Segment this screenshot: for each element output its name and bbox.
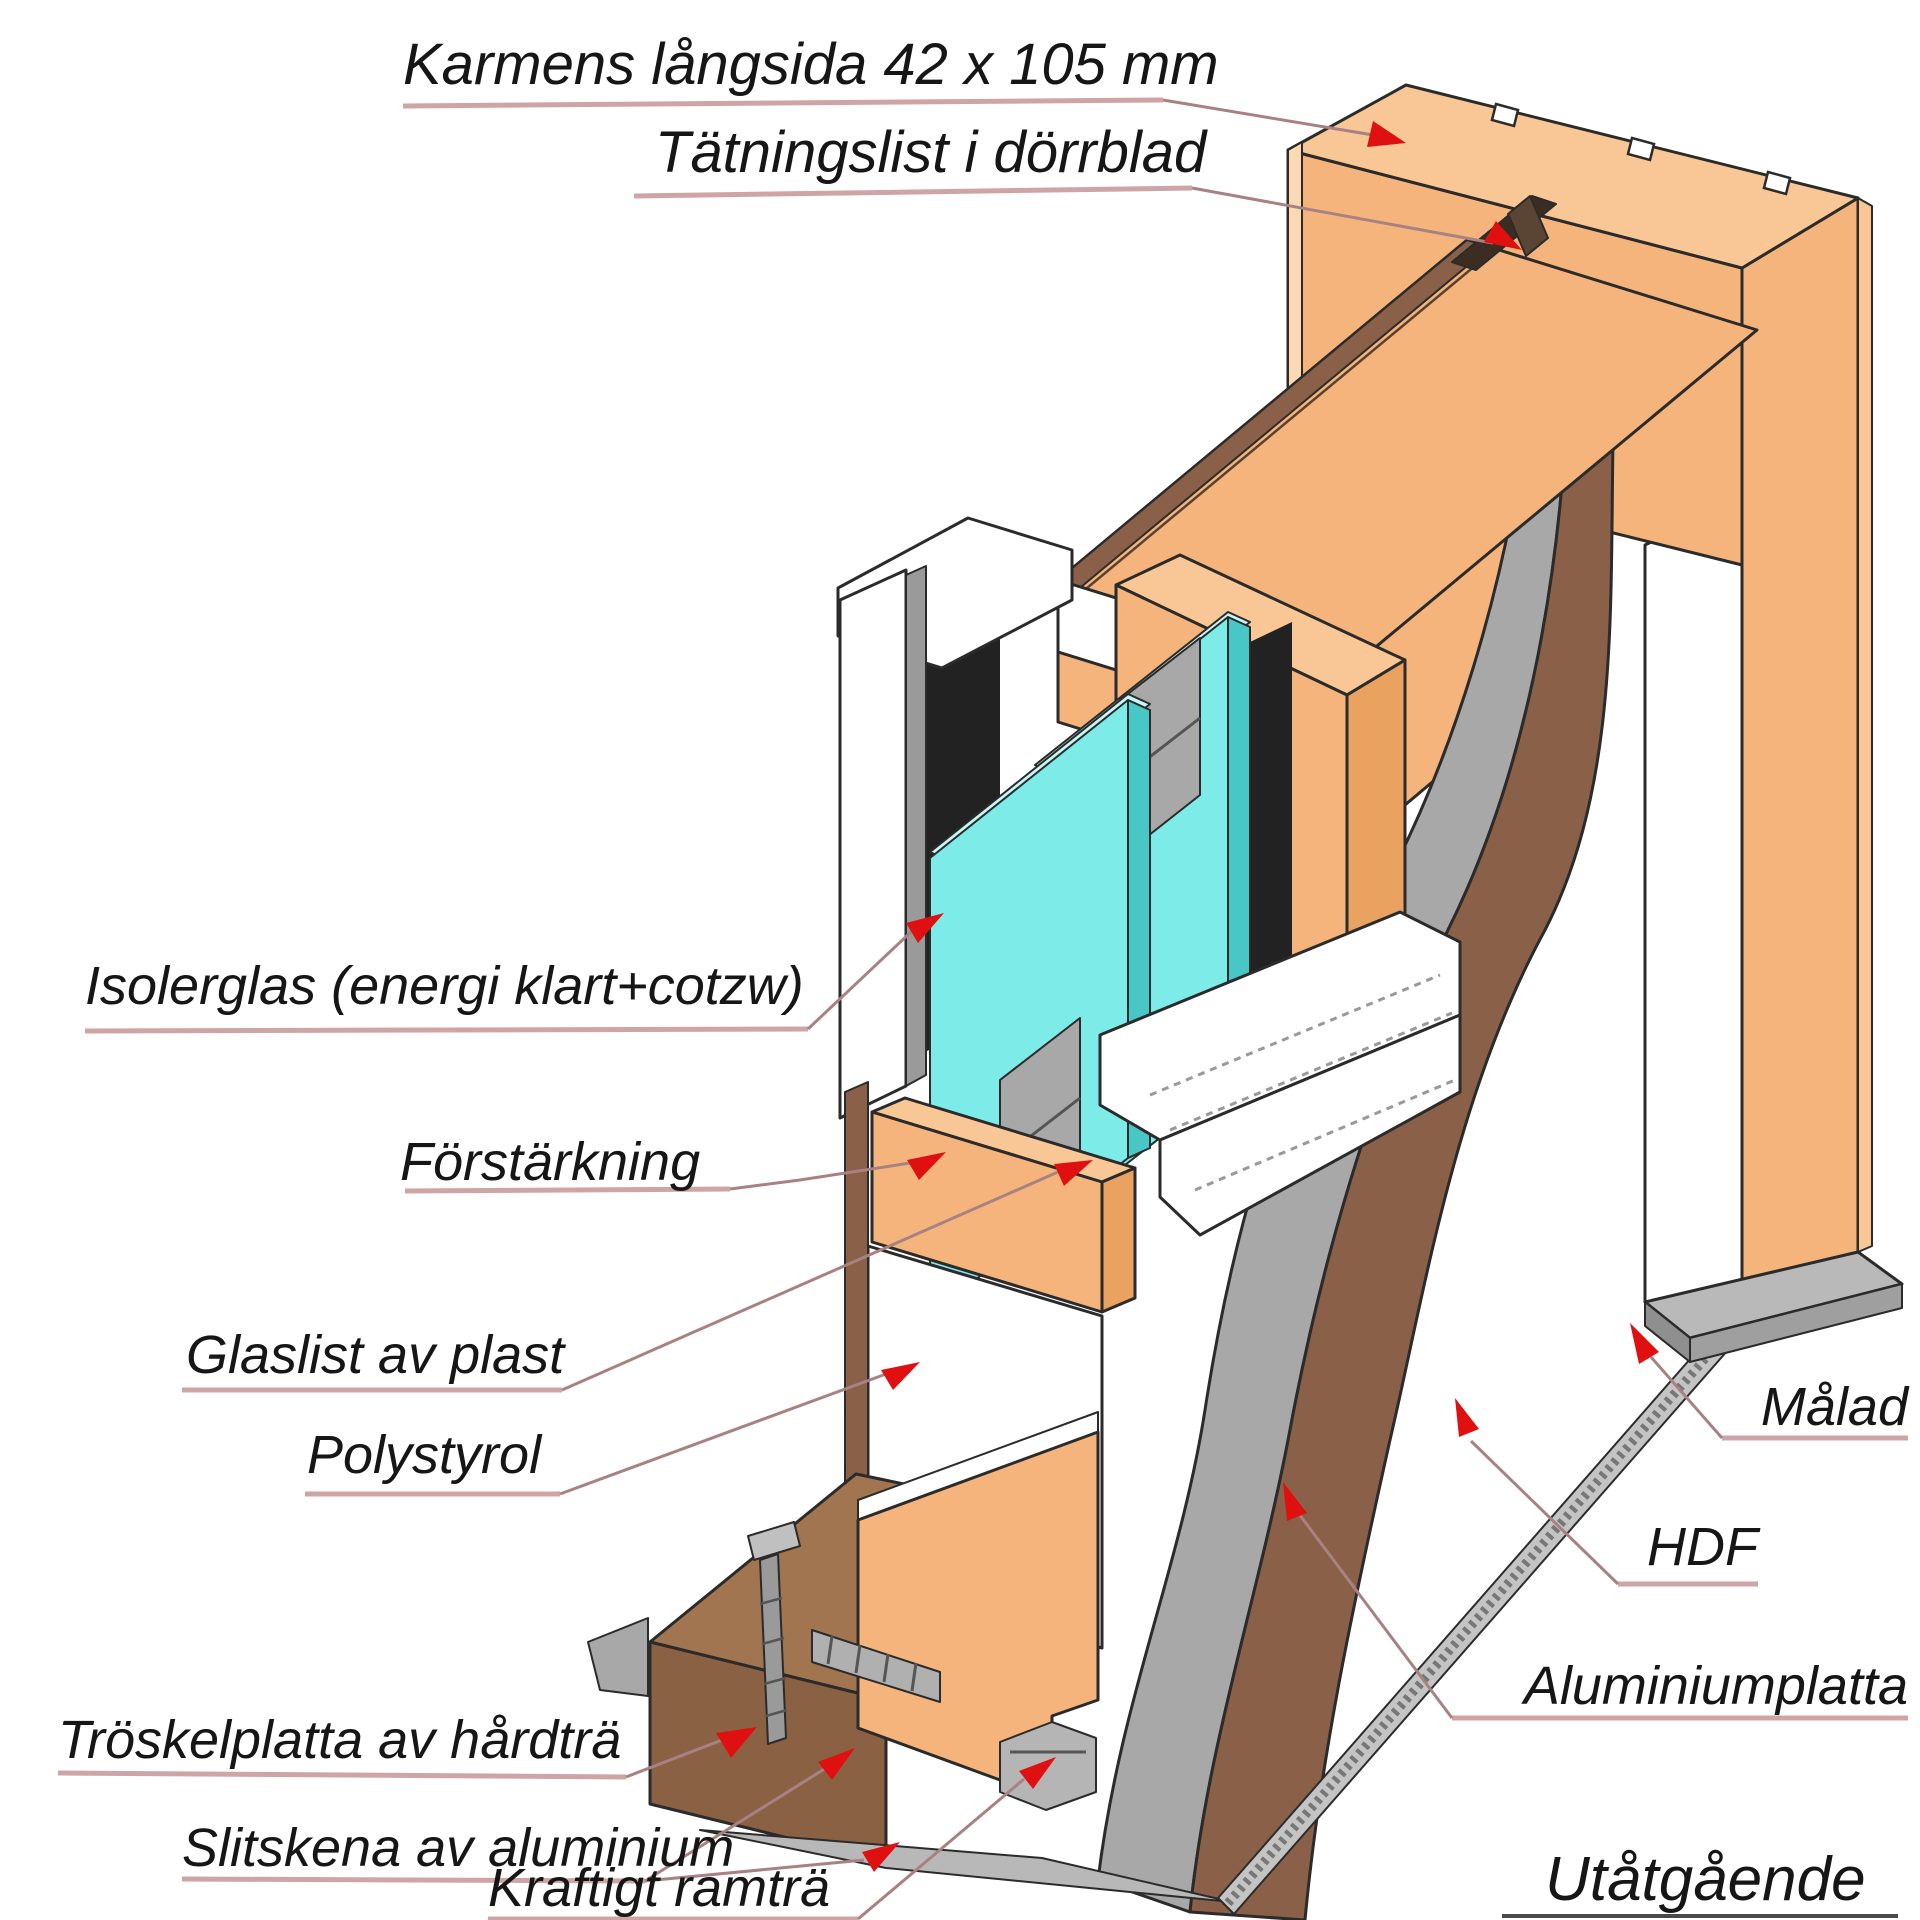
leader-hdf [1469,1439,1620,1586]
frame-side-jamb [1643,196,1873,1322]
arrow-hdf [1455,1398,1479,1437]
leader-frame-wood [857,1777,1025,1920]
label-direction: Utåtgående [1545,1845,1866,1914]
arrow-aluminium-plate [1283,1482,1307,1521]
beam-notches [1490,102,1792,196]
arrow-wear-strip-1 [818,1748,855,1780]
jamb-inner-reveal [1643,498,1744,1322]
red-arrows [716,121,1659,1872]
arrow-threshold [716,1727,757,1758]
rail-speckle [1224,1325,1736,1906]
leader-glazing-bead [561,1170,1059,1392]
arrow-wear-strip-2 [862,1842,900,1872]
leader-aluminium-plate [1297,1513,1454,1719]
leader-wear-strip-2 [644,1858,865,1883]
jamb-base-plate [1643,1250,1904,1363]
threshold-assembly [587,1411,1233,1903]
glazing-beads [836,516,1462,1237]
arrow-polystyrene [881,1362,920,1390]
label-threshold: Tröskelplatta av hårdträ [58,1710,621,1770]
arrow-reinforcement [907,1152,946,1180]
screw [747,1521,801,1745]
rail-end [1100,1166,1137,1314]
glazing-bead-bottom-lower [1158,1013,1462,1237]
wear-strip-profile [811,1629,941,1703]
label-glass: Isolerglas (energi klart+cotzw) [85,956,804,1016]
label-frame-side: Karmens långsida 42 x 105 mm [403,32,1219,97]
leader-polystyrene [559,1372,887,1496]
jamb-front-face [1740,196,1860,1322]
leader-glass [806,928,915,1031]
leader-wear-strip-1 [644,1766,827,1883]
label-reinforcement: Förstärkning [400,1132,700,1192]
bead-left-column [838,568,908,1120]
label-wear-strip: Slitskena av aluminium [182,1818,734,1878]
leader-reinforcement [729,1161,911,1191]
arrow-seal [1484,221,1522,250]
aluminium-sheet-bottom-wedge [587,1617,649,1697]
label-polystyrene: Polystyrol [307,1425,543,1485]
label-hdf: HDF [1647,1517,1761,1577]
arrow-glass [906,913,944,943]
leader-frame-side [1162,98,1374,137]
arrow-frame-side [1367,121,1406,147]
jamb-edge-highlight [1857,197,1873,1253]
beam-top-face [1286,83,1860,270]
label-glazing-bead: Glaslist av plast [186,1325,566,1385]
weather-seal [1507,195,1549,257]
leader-painted [1649,1356,1724,1439]
leader-seal [1191,186,1494,245]
label-seal: Tätningslist i dörrblad [655,120,1208,185]
bead-left-gray-strip [905,565,927,1087]
leader-lines [57,97,1908,1920]
arrow-painted [1630,1323,1659,1364]
bead-profile-streaks [1149,973,1456,1192]
gap-right-of-glass [1250,622,1292,1052]
label-frame-wood: Kraftigt ramträ [488,1858,830,1918]
arrow-frame-wood [1019,1757,1056,1789]
label-aluminium-plate: Aluminiumplatta [1521,1656,1908,1716]
arrow-glazing-bead [1054,1160,1093,1186]
label-painted: Målad [1761,1377,1910,1437]
labels: Karmens långsida 42 x 105 mm Tätningslis… [58,32,1910,1918]
seal-groove-inner-line [1074,259,1483,599]
leader-threshold [625,1738,723,1779]
